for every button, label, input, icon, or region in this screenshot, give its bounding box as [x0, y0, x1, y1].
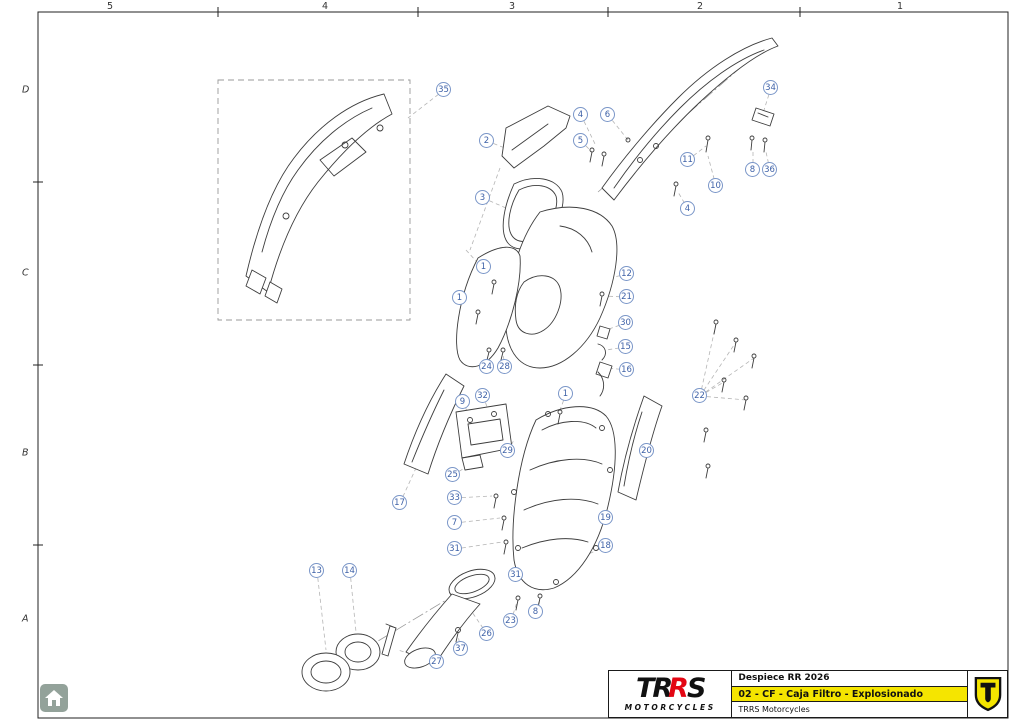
callout-1[interactable]: 1	[452, 290, 467, 305]
part-shapes	[245, 37, 779, 692]
callout-2[interactable]: 2	[479, 133, 494, 148]
callout-12[interactable]: 12	[619, 266, 634, 281]
shield-icon	[974, 676, 1001, 712]
title-block-fields: Despiece RR 2026 02 - CF - Caja Filtro -…	[732, 671, 968, 718]
callout-37[interactable]: 37	[453, 641, 468, 656]
callout-27[interactable]: 27	[429, 654, 444, 669]
row-label-b: B	[22, 447, 29, 459]
callout-8[interactable]: 8	[745, 162, 760, 177]
callout-5[interactable]: 5	[573, 133, 588, 148]
row-label-a: A	[22, 613, 29, 625]
callout-1[interactable]: 1	[558, 386, 573, 401]
callout-3[interactable]: 3	[475, 190, 490, 205]
callout-8[interactable]: 8	[528, 604, 543, 619]
callout-32[interactable]: 32	[475, 388, 490, 403]
callout-31[interactable]: 31	[447, 541, 462, 556]
callout-31[interactable]: 31	[508, 567, 523, 582]
callout-36[interactable]: 36	[762, 162, 777, 177]
callout-22[interactable]: 22	[692, 388, 707, 403]
callout-1[interactable]: 1	[476, 259, 491, 274]
callout-14[interactable]: 14	[342, 563, 357, 578]
home-icon	[45, 690, 63, 706]
callout-29[interactable]: 29	[500, 443, 515, 458]
callout-9[interactable]: 9	[455, 394, 470, 409]
callout-18[interactable]: 18	[598, 538, 613, 553]
callout-30[interactable]: 30	[618, 315, 633, 330]
callout-35[interactable]: 35	[436, 82, 451, 97]
row-label-d: D	[22, 84, 30, 96]
column-label-3: 3	[508, 1, 516, 12]
detail-box	[217, 79, 411, 321]
callout-17[interactable]: 17	[392, 495, 407, 510]
callout-4[interactable]: 4	[680, 201, 695, 216]
callout-26[interactable]: 26	[479, 626, 494, 641]
company-name: TRRS Motorcycles	[732, 702, 968, 718]
callout-15[interactable]: 15	[618, 339, 633, 354]
callout-28[interactable]: 28	[497, 359, 512, 374]
brand-subtitle: MOTORCYCLES	[624, 703, 716, 712]
callout-16[interactable]: 16	[619, 362, 634, 377]
brand-shield	[967, 671, 1007, 717]
row-label-c: C	[22, 267, 29, 279]
callout-7[interactable]: 7	[447, 515, 462, 530]
drawing-frame	[33, 7, 1009, 719]
callout-33[interactable]: 33	[447, 490, 462, 505]
brand-wordmark: TRRS	[635, 673, 707, 704]
column-label-5: 5	[106, 1, 114, 12]
home-button[interactable]	[40, 684, 68, 712]
callout-34[interactable]: 34	[763, 80, 778, 95]
callout-23[interactable]: 23	[503, 613, 518, 628]
brand-wordmark-red-r: R	[668, 673, 689, 704]
callout-19[interactable]: 19	[598, 510, 613, 525]
document-reference: Despiece RR 2026	[732, 671, 968, 687]
column-label-4: 4	[321, 1, 329, 12]
brand-logo: TRRS MOTORCYCLES	[609, 671, 733, 717]
callout-20[interactable]: 20	[639, 443, 654, 458]
callout-10[interactable]: 10	[708, 178, 723, 193]
callout-21[interactable]: 21	[619, 289, 634, 304]
callout-13[interactable]: 13	[309, 563, 324, 578]
column-label-2: 2	[696, 1, 704, 12]
callout-4[interactable]: 4	[573, 107, 588, 122]
callout-11[interactable]: 11	[680, 152, 695, 167]
title-block: TRRS MOTORCYCLES Despiece RR 2026 02 - C…	[608, 670, 1008, 718]
column-label-1: 1	[896, 1, 904, 12]
sheet-title: 02 - CF - Caja Filtro - Explosionado	[732, 686, 968, 703]
callout-25[interactable]: 25	[445, 467, 460, 482]
callout-6[interactable]: 6	[600, 107, 615, 122]
callout-24[interactable]: 24	[479, 359, 494, 374]
